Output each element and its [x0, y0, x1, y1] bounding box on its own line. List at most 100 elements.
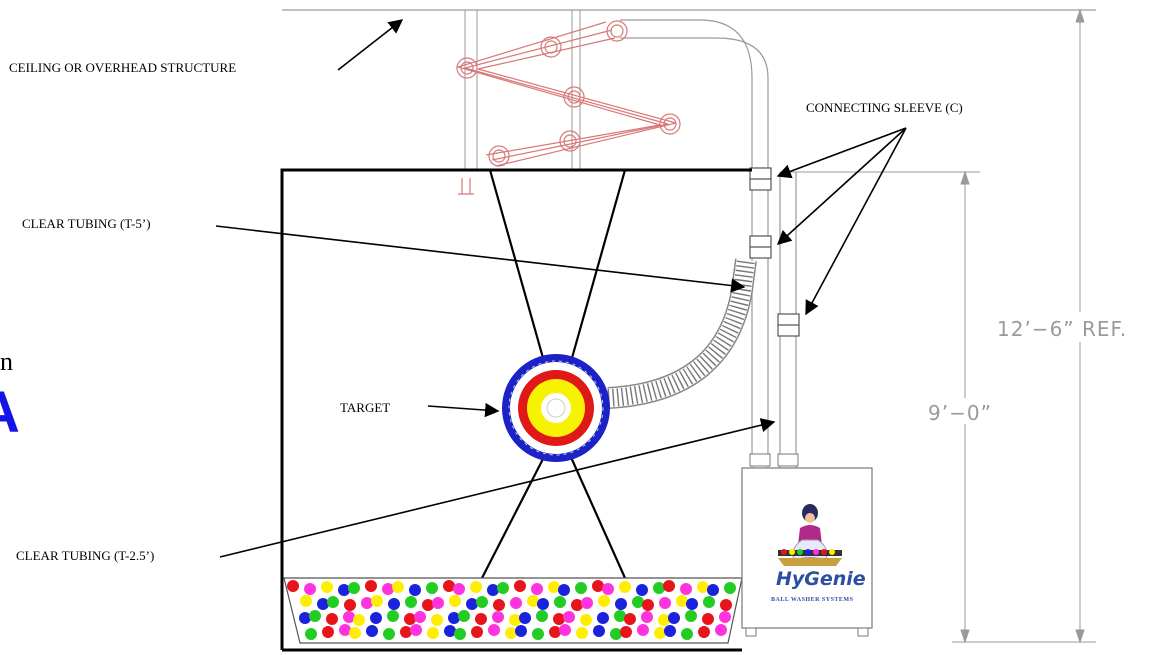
ball-icon	[304, 583, 316, 595]
ball-icon	[317, 598, 329, 610]
ball-icon	[366, 625, 378, 637]
ball-icon	[519, 612, 531, 624]
ball-icon	[497, 582, 509, 594]
ball-icon	[686, 598, 698, 610]
arrow-icon	[219, 418, 776, 558]
ball-icon	[637, 624, 649, 636]
ball-icon	[431, 614, 443, 626]
ball-icon	[476, 596, 488, 608]
label-connecting-sleeve: CONNECTING SLEEVE (C)	[806, 100, 963, 115]
ball-icon	[422, 599, 434, 611]
overhead-flex-hose	[455, 20, 681, 195]
ball-tray	[283, 577, 743, 644]
ball-icon	[326, 613, 338, 625]
edge-text-partial-word: n	[0, 347, 13, 376]
connecting-sleeves	[749, 167, 800, 337]
ball-icon	[548, 581, 560, 593]
ball-icon	[527, 595, 539, 607]
edge-text-partial-letter: A	[0, 380, 20, 445]
ball-icon	[720, 599, 732, 611]
ball-icon	[592, 580, 604, 592]
ball-icon	[581, 597, 593, 609]
label-clear-tubing-5: CLEAR TUBING (T-5’)	[22, 216, 151, 231]
ball-icon	[487, 584, 499, 596]
ball-icon	[703, 596, 715, 608]
ball-icon	[724, 582, 736, 594]
ball-icon	[620, 626, 632, 638]
ball-icon	[571, 599, 583, 611]
ball-icon	[598, 595, 610, 607]
ball-icon	[353, 614, 365, 626]
ball-icon	[382, 583, 394, 595]
ball-icon	[719, 611, 731, 623]
ball-icon	[680, 583, 692, 595]
label-clear-tubing-25: CLEAR TUBING (T-2.5’)	[16, 548, 154, 563]
ball-icon	[580, 614, 592, 626]
ball-icon	[619, 581, 631, 593]
ball-icon	[287, 580, 736, 640]
ball-icon	[448, 612, 460, 624]
ball-icon	[658, 614, 670, 626]
ball-icon	[537, 598, 549, 610]
ball-icon	[444, 625, 456, 637]
ball-icon	[349, 627, 361, 639]
ball-icon	[715, 624, 727, 636]
ball-icon	[361, 597, 373, 609]
label-target: TARGET	[340, 400, 390, 415]
ball-icon	[642, 599, 654, 611]
machine-brand: HyGenie	[776, 568, 866, 590]
ball-icon	[338, 584, 350, 596]
ball-icon	[370, 612, 382, 624]
callout-arrows	[215, 19, 907, 558]
ball-icon	[443, 580, 455, 592]
ball-icon	[549, 626, 561, 638]
arrow-icon	[776, 127, 907, 179]
arrow-icon	[805, 127, 907, 316]
ball-icon	[614, 610, 626, 622]
ball-icon	[432, 597, 444, 609]
ball-icon	[554, 596, 566, 608]
ball-icon	[697, 581, 709, 593]
ball-icon	[322, 626, 334, 638]
ball-icon	[624, 613, 636, 625]
label-ceiling: CEILING OR OVERHEAD STRUCTURE	[9, 60, 236, 75]
ball-icon	[339, 624, 351, 636]
ball-icon	[404, 613, 416, 625]
ball-icon	[575, 582, 587, 594]
ball-icon	[510, 597, 522, 609]
ball-icon	[610, 628, 622, 640]
ball-icon	[365, 580, 377, 592]
ball-icon	[343, 611, 355, 623]
target-support-frame	[481, 169, 627, 579]
ball-icon	[702, 613, 714, 625]
ball-icon	[641, 611, 653, 623]
ball-icon	[558, 584, 570, 596]
ball-icon	[409, 584, 421, 596]
ball-icon	[597, 612, 609, 624]
ball-icon	[553, 613, 565, 625]
ball-icon	[559, 624, 571, 636]
ball-icon	[632, 596, 644, 608]
arrow-icon	[427, 402, 500, 418]
ball-icon	[668, 612, 680, 624]
ball-icon	[664, 625, 676, 637]
target-icon	[502, 354, 610, 462]
ball-icon	[707, 584, 719, 596]
machine-subtitle: BALL WASHER SYSTEMS	[771, 597, 854, 603]
arrow-icon	[337, 19, 404, 71]
ball-icon	[488, 624, 500, 636]
ceiling-structure	[282, 9, 1095, 170]
ball-icon	[449, 595, 461, 607]
dimension-overall-label: 12’−6” REF.	[997, 317, 1127, 341]
ball-icon	[531, 583, 543, 595]
ball-icon	[454, 628, 466, 640]
ball-icon	[471, 626, 483, 638]
ball-icon	[681, 628, 693, 640]
ball-icon	[653, 582, 665, 594]
ball-icon	[327, 596, 339, 608]
genie-mascot-icon	[778, 504, 842, 566]
ball-icon	[400, 626, 412, 638]
ball-icon	[466, 598, 478, 610]
ball-icon	[493, 599, 505, 611]
